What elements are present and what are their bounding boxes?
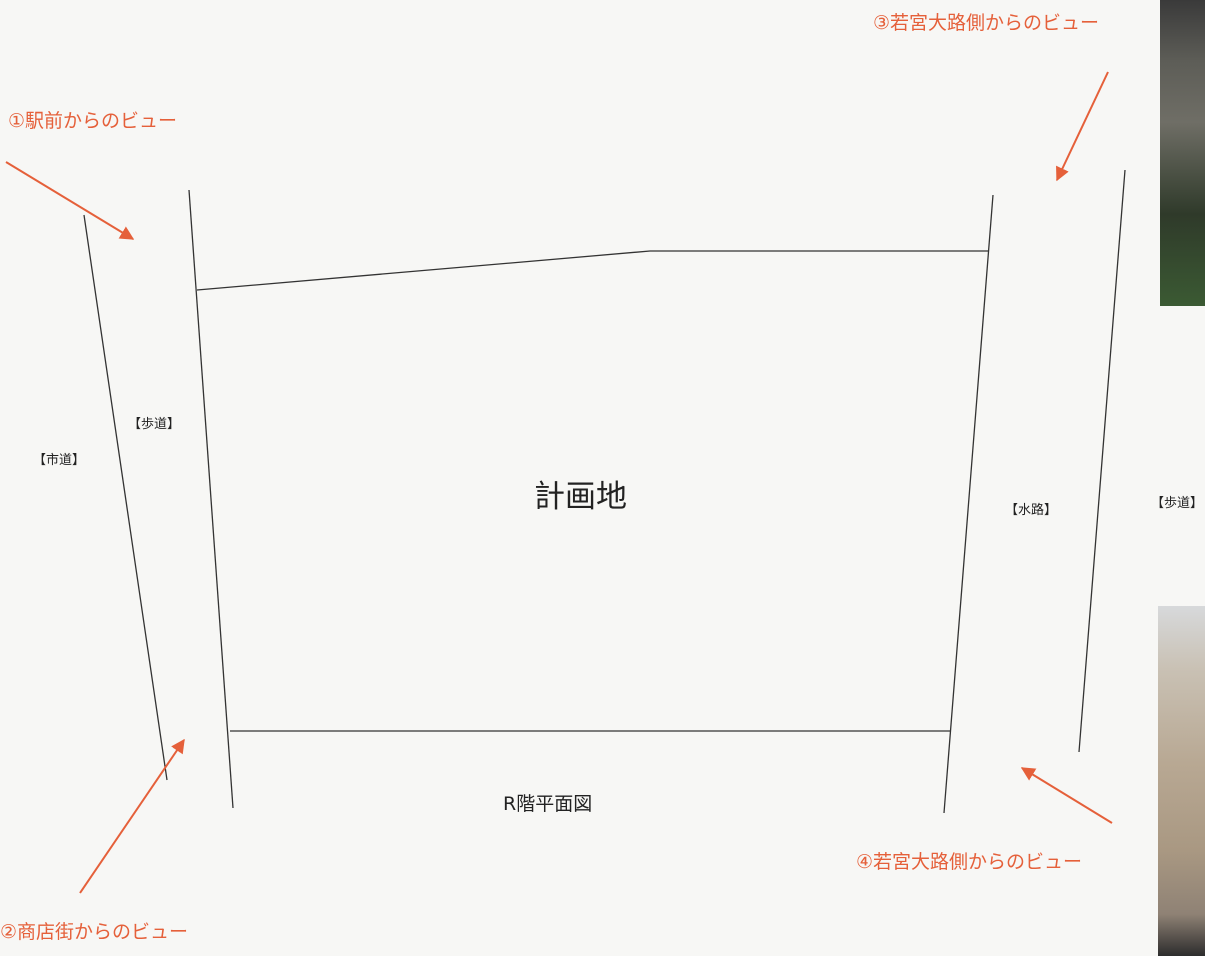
site-label: 計画地 [534,479,627,515]
view-label-1: ①駅前からのビュー [8,110,178,132]
view-label-3: ③若宮大路側からのビュー [873,12,1100,34]
site-boundary-north [196,250,988,291]
sidewalk-edge-line-left [188,189,234,809]
city-road-edge-line [83,214,168,781]
waterway-label: 【水路】 [1005,503,1058,518]
view-arrow-2 [79,738,185,894]
view-arrow-1 [5,161,135,240]
waterway-edge-line [943,194,994,814]
street-photo-top [1160,0,1205,306]
sidewalk-label-right: 【歩道】 [1151,496,1204,511]
city-road-label: 【市道】 [33,453,86,468]
view-label-2: ②商店街からのビュー [0,921,189,943]
view-label-4: ④若宮大路側からのビュー [856,851,1083,873]
building-photo-bottom [1158,606,1205,956]
plan-title: R階平面図 [503,793,593,815]
sidewalk-label-left: 【歩道】 [128,417,181,432]
view-arrow-3 [1056,71,1109,182]
sidewalk-edge-line-right [1078,169,1126,753]
view-arrow-4 [1020,767,1113,824]
